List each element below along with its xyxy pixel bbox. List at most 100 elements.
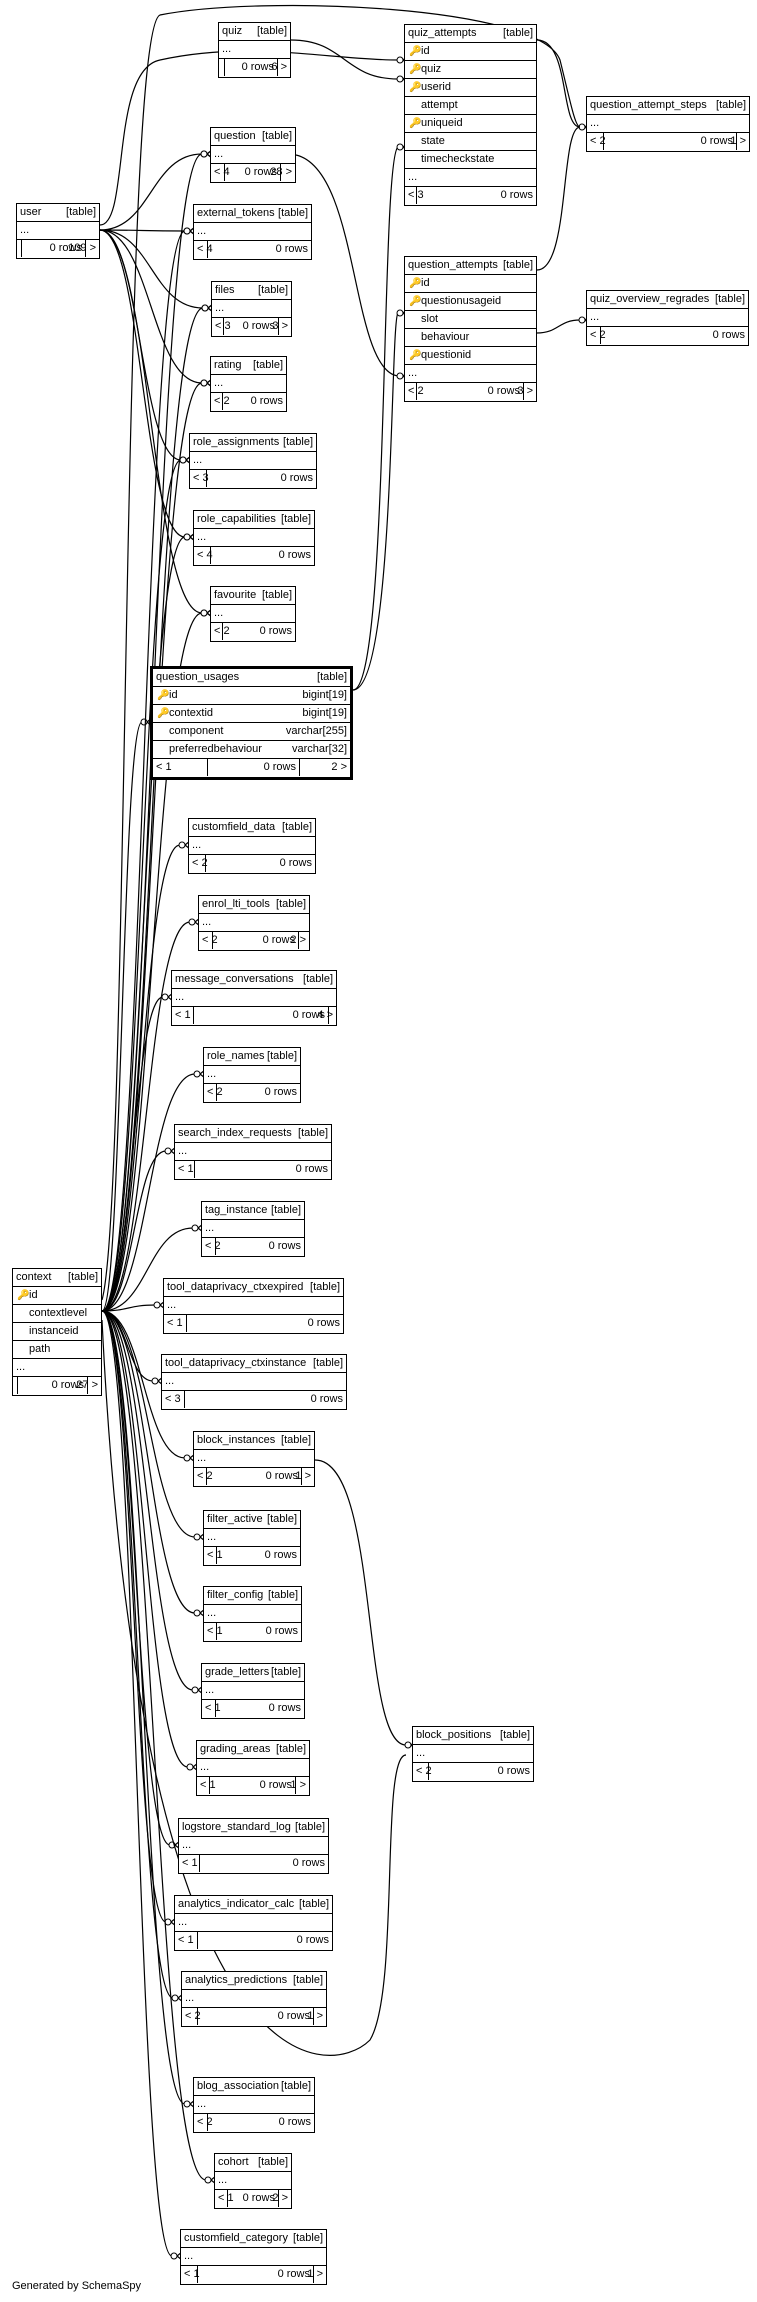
parents-cell: < 2	[405, 383, 424, 400]
table-header: tool_dataprivacy_ctxexpired[table]	[164, 1279, 343, 1297]
parents-cell: < 1	[175, 1932, 198, 1949]
table-name: filter_config	[207, 1589, 264, 1601]
relationship-line	[101, 1150, 167, 1312]
table-header: blog_association[table]	[194, 2078, 314, 2096]
table-name: logstore_standard_log	[182, 1821, 291, 1833]
table-name: block_positions	[416, 1729, 492, 1741]
ellipsis: ...	[408, 171, 418, 183]
parents-cell: < 1	[202, 1700, 221, 1717]
table-tag: [table]	[271, 1204, 301, 1216]
table-tag: [table]	[282, 821, 312, 833]
relationship-line	[99, 229, 203, 614]
relationship-line	[101, 1310, 174, 1999]
relationship-line	[295, 154, 399, 377]
table-name: customfield_data	[192, 821, 276, 833]
table-tool-dataprivacy-ctxinstance[interactable]: tool_dataprivacy_ctxinstance[table]...< …	[161, 1354, 347, 1410]
table-header: filter_config[table]	[204, 1587, 301, 1605]
crowfoot-marker	[191, 1224, 199, 1232]
more-columns-row: ...	[13, 1359, 101, 1377]
rows-cell: 0 rows	[208, 759, 300, 776]
row-count: 0 rows	[712, 329, 745, 341]
parents-cell: < 2	[202, 1238, 221, 1255]
table-tag: [table]	[66, 206, 96, 218]
table-tag: [table]	[276, 1743, 306, 1755]
row-count: 0 rows	[51, 1379, 84, 1391]
ellipsis: ...	[16, 1361, 26, 1373]
parents-cell: < 1	[197, 1777, 216, 1794]
ellipsis: ...	[165, 1375, 175, 1387]
ellipsis: ...	[590, 117, 600, 129]
ellipsis: ...	[207, 1531, 217, 1543]
table-name: quiz	[222, 25, 243, 37]
relationship-line	[101, 230, 186, 1312]
parents-count: < 1	[167, 1317, 183, 1329]
table-name: message_conversations	[175, 973, 294, 985]
column-type: varchar[32]	[291, 743, 347, 755]
column-name: id	[169, 689, 178, 701]
crowfoot-marker	[201, 304, 209, 312]
table-header: tool_dataprivacy_ctxinstance[table]	[162, 1355, 346, 1373]
children-count: 2 >	[331, 761, 347, 773]
table-name: quiz_attempts	[408, 27, 477, 39]
children-cell: 2 >	[300, 759, 350, 776]
ellipsis: ...	[590, 311, 600, 323]
more-columns-row: ...	[164, 1297, 343, 1315]
more-columns-row: ...	[189, 837, 315, 855]
table-header: quiz_overview_regrades[table]	[587, 291, 748, 309]
table-header: quiz_attempts[table]	[405, 25, 536, 43]
table-question-attempts[interactable]: question_attempts[table]🔑id🔑questionusag…	[404, 256, 537, 402]
relationship-line	[536, 126, 581, 271]
parents-cell: < 1	[181, 2266, 200, 2283]
row-count: 0 rows	[259, 625, 292, 637]
column-name: slot	[421, 313, 439, 325]
column-row: 🔑questionid	[405, 347, 536, 365]
children-cell: 3 >	[517, 383, 536, 400]
column-name: id	[29, 1289, 38, 1301]
parents-cell	[219, 59, 225, 76]
parents-cell: < 1	[172, 1007, 194, 1024]
rows-cell: 0 rows	[223, 393, 286, 410]
row-count: 0 rows	[259, 1779, 292, 1791]
table-header: role_capabilities[table]	[194, 511, 314, 529]
column-row: 🔑userid	[405, 79, 536, 97]
table-name: question_attempt_steps	[590, 99, 707, 111]
table-tool-dataprivacy-ctxexpired[interactable]: tool_dataprivacy_ctxexpired[table]... < 1…	[163, 1278, 344, 1334]
parents-cell: < 2	[199, 932, 218, 949]
